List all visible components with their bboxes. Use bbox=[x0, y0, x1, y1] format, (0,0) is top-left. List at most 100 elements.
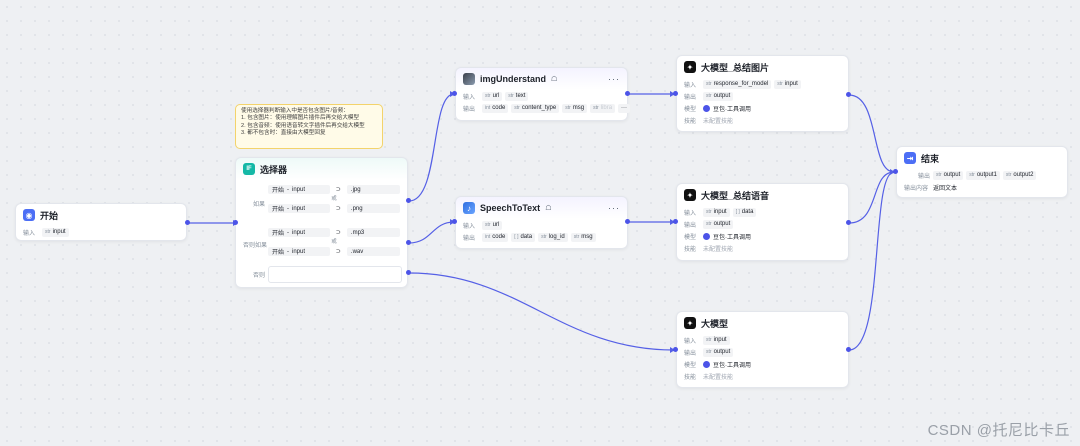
llm1-input-port[interactable] bbox=[673, 91, 678, 96]
case-else-block[interactable] bbox=[268, 266, 402, 283]
speech-output-label: 输出 bbox=[463, 235, 476, 242]
condition-row[interactable]: 开始-input ⊃ .jpg bbox=[268, 184, 400, 195]
note-line: 3. 都不包含时：直接由大模型回复 bbox=[241, 129, 326, 136]
case-elseif-block[interactable]: 开始-input ⊃ .mp3 或 开始-input ⊃ .wav bbox=[268, 227, 400, 257]
note-line: 使用选择器判断输入中是否包含图片/音频： bbox=[241, 108, 349, 114]
llm1-model: 豆包·工具调用 bbox=[713, 106, 751, 113]
edge-if-img bbox=[408, 93, 455, 202]
or-label: 或 bbox=[331, 239, 337, 245]
condition-row[interactable]: 开始-input ⊃ .png bbox=[268, 203, 400, 214]
more-icon[interactable]: ··· bbox=[608, 203, 620, 213]
start-input-label: 输入 bbox=[23, 230, 36, 237]
llm2-title: 大模型_总结语音 bbox=[701, 190, 770, 201]
model-icon bbox=[703, 104, 710, 112]
llm2-skill-label: 技能 bbox=[684, 246, 697, 253]
llm3-output-port[interactable] bbox=[846, 347, 851, 352]
llm-icon: ✦ bbox=[684, 317, 696, 329]
end-icon: ⇥ bbox=[904, 152, 916, 164]
arrow-head-llm3 bbox=[670, 347, 675, 353]
speech-output-port[interactable] bbox=[625, 219, 630, 224]
img-input-port[interactable] bbox=[452, 91, 457, 96]
llm1-model-label: 模型 bbox=[684, 106, 697, 113]
arrow-head-llm2 bbox=[670, 219, 675, 225]
case-elseif-label: 否则如果 bbox=[243, 243, 268, 249]
comment-note[interactable]: 使用选择器判断输入中是否包含图片/音频： 1. 包含图片：使用理解图片插件后再交… bbox=[235, 104, 383, 149]
condition-row[interactable]: 开始-input ⊃ .wav bbox=[268, 246, 400, 257]
edge-llm1-end bbox=[848, 94, 895, 173]
speech-title: SpeechToText bbox=[480, 203, 541, 213]
llm2-skill: 未配置技能 bbox=[703, 246, 734, 253]
llm2-model: 豆包·工具调用 bbox=[713, 234, 751, 241]
note-line: 1. 包含图片：使用理解图片插件后再交给大模型 bbox=[241, 115, 360, 122]
llm3-model: 豆包·工具调用 bbox=[713, 362, 751, 369]
img-title: imgUnderstand bbox=[480, 74, 547, 84]
llm3-skill-label: 技能 bbox=[684, 374, 697, 381]
start-output-port[interactable] bbox=[185, 220, 190, 225]
img-output-label: 输出 bbox=[463, 106, 476, 113]
llm3-title: 大模型 bbox=[701, 318, 729, 329]
llm2-model-label: 模型 bbox=[684, 234, 697, 241]
selector-input-port[interactable] bbox=[233, 220, 238, 225]
edge-elseif-speech bbox=[408, 221, 455, 244]
else-output-port[interactable] bbox=[406, 270, 411, 275]
plugin-badge-icon: ☖ bbox=[545, 205, 552, 212]
llm2-input-port[interactable] bbox=[673, 219, 678, 224]
llm1-output-port[interactable] bbox=[846, 92, 851, 97]
end-content-label: 输出内容 bbox=[904, 185, 929, 192]
llm3-input-port[interactable] bbox=[673, 347, 678, 352]
note-line: 2. 包含音频：使用语音转文字插件后再交给大模型 bbox=[241, 122, 365, 129]
case-else-label: 否则 bbox=[253, 273, 266, 279]
llm1-skill-label: 技能 bbox=[684, 118, 697, 125]
end-title: 结束 bbox=[921, 153, 940, 164]
condition-row[interactable]: 开始-input ⊃ .mp3 bbox=[268, 227, 400, 238]
start-title: 开始 bbox=[40, 210, 59, 221]
img-output-port[interactable] bbox=[625, 91, 630, 96]
microphone-icon: ♪ bbox=[463, 202, 475, 214]
llm2-output-port[interactable] bbox=[846, 220, 851, 225]
model-icon bbox=[703, 232, 710, 240]
llm-icon: ✦ bbox=[684, 61, 696, 73]
more-icon[interactable]: ··· bbox=[608, 74, 620, 84]
llm-icon: ✦ bbox=[684, 189, 696, 201]
speech-input-port[interactable] bbox=[452, 219, 457, 224]
arrow-head-llm1 bbox=[670, 91, 675, 97]
if-output-port[interactable] bbox=[406, 198, 411, 203]
img-input-label: 输入 bbox=[463, 94, 476, 101]
or-label: 或 bbox=[331, 196, 337, 202]
llm3-output-label: 输出 bbox=[684, 350, 697, 357]
end-input-port[interactable] bbox=[893, 169, 898, 174]
llm3-input-label: 输入 bbox=[684, 338, 697, 345]
param-tag: [ ]data bbox=[511, 232, 536, 242]
image-plugin-icon bbox=[463, 73, 475, 85]
llm3-model-label: 模型 bbox=[684, 362, 697, 369]
more-params-tag[interactable]: ··· bbox=[618, 103, 631, 113]
case-if-block[interactable]: 开始-input ⊃ .jpg 或 开始-input ⊃ .png bbox=[268, 184, 400, 214]
end-content: 返回文本 bbox=[933, 185, 958, 192]
watermark: CSDN @托尼比卡丘 bbox=[927, 422, 1070, 439]
elseif-output-port[interactable] bbox=[406, 240, 411, 245]
